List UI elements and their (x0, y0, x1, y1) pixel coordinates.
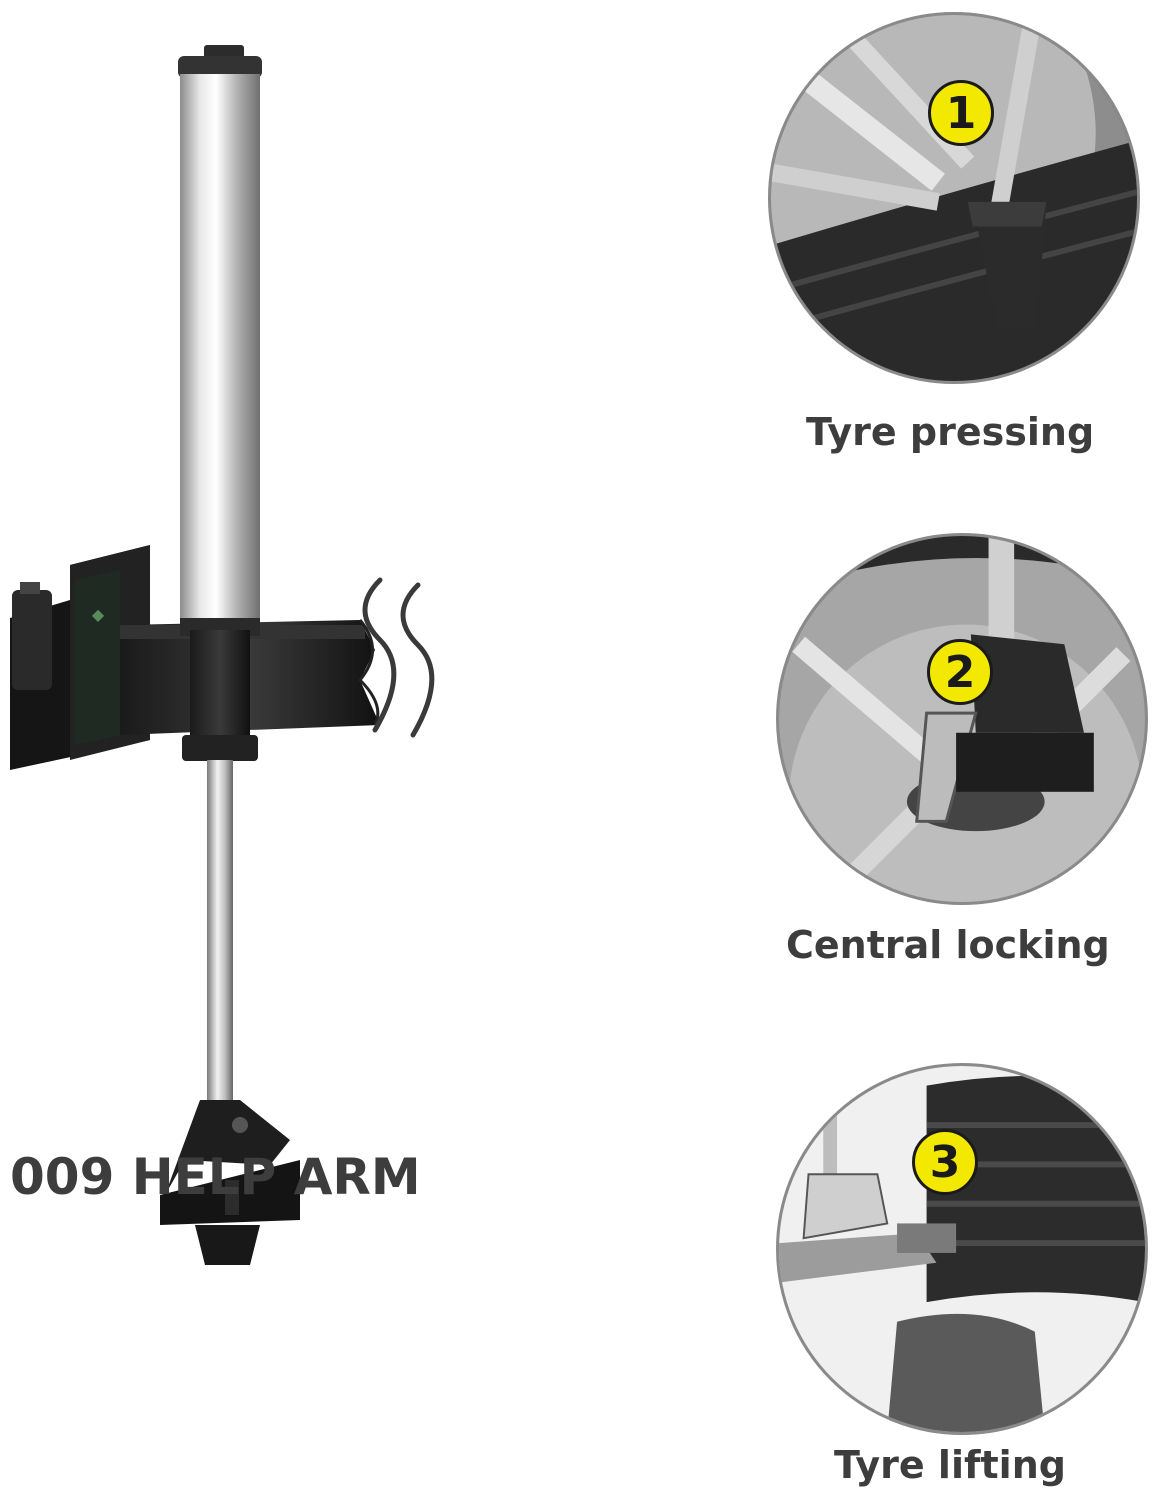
cylinder-collar (182, 630, 258, 761)
press-head-tool (160, 1100, 300, 1265)
feature-tyre-pressing: 1 Tyre pressing (768, 12, 1148, 454)
feature-number-badge: 2 (927, 639, 993, 705)
mount-bracket: ◆ (10, 545, 150, 770)
piston-rod (207, 760, 233, 1105)
feature-label: Tyre lifting (834, 1443, 1066, 1487)
feature-label: Tyre pressing (806, 410, 1095, 454)
feature-label: Central locking (786, 923, 1110, 967)
tyre-pressing-photo (768, 12, 1140, 384)
air-cylinder (178, 45, 262, 636)
tyre-lifting-photo (776, 1063, 1148, 1435)
feature-number-badge: 1 (928, 80, 994, 146)
product-title: 009 HELP ARM (10, 1148, 421, 1206)
feature-tyre-lifting: 3 Tyre lifting (776, 1063, 1156, 1500)
svg-text:◆: ◆ (92, 605, 105, 624)
central-locking-photo (776, 533, 1148, 905)
help-arm-illustration: ◆ (10, 45, 435, 1265)
feature-number-badge: 3 (912, 1129, 978, 1195)
feature-central-locking: 2 Central locking (776, 533, 1156, 973)
motion-lines (362, 577, 435, 738)
